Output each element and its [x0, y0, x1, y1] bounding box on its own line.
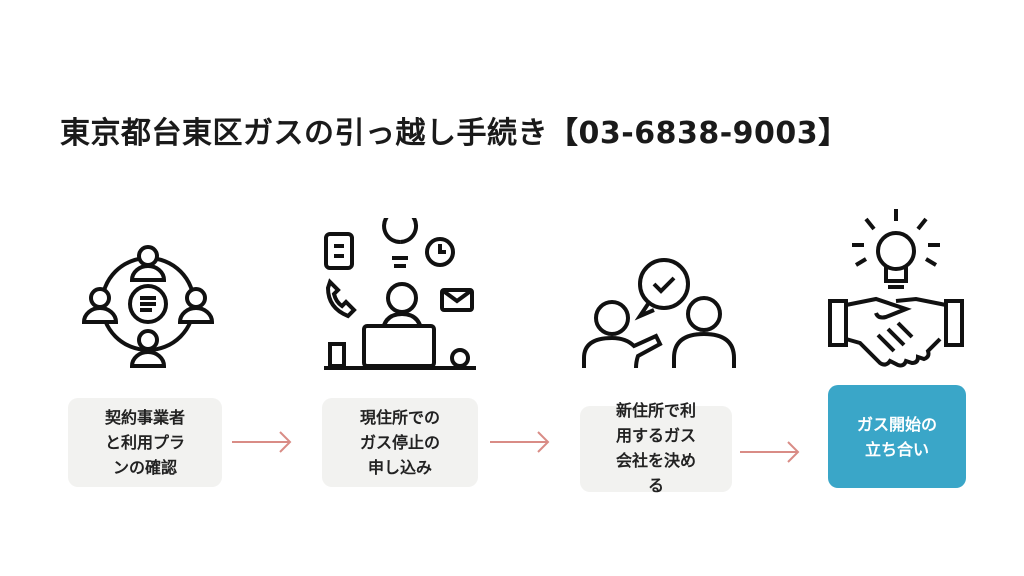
page-title: 東京都台東区ガスの引っ越し手続き【03-6838-9003】: [60, 116, 849, 151]
step-1-label: 契約事業者 と利用プラ ンの確認: [104, 408, 185, 477]
step-4-label: ガス開始の 立ち合い: [856, 414, 937, 459]
arrow-right-icon: [232, 431, 292, 453]
arrow-right-icon: [740, 441, 800, 463]
handshake-idea-icon: [828, 209, 964, 368]
office-worker-icon: [324, 218, 476, 370]
step-2-label: 現住所での ガス停止の 申し込み: [359, 408, 440, 477]
step-3-box: 新住所で利 用するガス 会社を決め る: [580, 401, 732, 495]
step-4-box: ガス開始の 立ち合い: [828, 385, 966, 488]
step-3-label: 新住所で利 用するガス 会社を決め る: [615, 401, 696, 495]
arrow-right-icon: [490, 431, 550, 453]
people-discussion-icon: [82, 245, 214, 368]
step-2-box: 現住所での ガス停止の 申し込み: [322, 398, 478, 487]
step-1-box: 契約事業者 と利用プラ ンの確認: [68, 398, 222, 487]
consultation-icon: [582, 258, 736, 369]
